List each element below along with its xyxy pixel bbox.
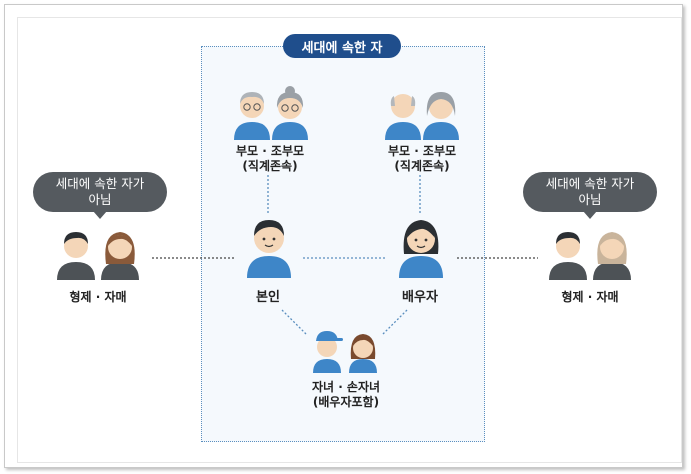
line-self-children: [281, 309, 307, 335]
children-icon: [313, 331, 377, 373]
parents-left-label: 부모 · 조부모 (직계존속): [220, 144, 320, 174]
parents-right-line1: 부모 · 조부모: [387, 144, 457, 158]
parents-left-line1: 부모 · 조부모: [235, 144, 305, 158]
grandparents-left-icon: [234, 86, 308, 140]
spouse-icon: [399, 220, 443, 278]
grandparents-right-icon: [385, 92, 459, 140]
non-member-left-line1: 세대에 속한 자가: [55, 176, 145, 191]
siblings-left-label: 형제 · 자매: [69, 290, 127, 304]
household-title: 세대에 속한 자: [283, 34, 401, 58]
siblings-right-icon: [549, 232, 631, 280]
self-icon: [247, 220, 291, 278]
children-label: 자녀 · 손자녀 (배우자포함): [296, 380, 396, 410]
non-member-left-line2: 아님: [88, 192, 112, 207]
spouse-label: 배우자: [402, 290, 438, 305]
non-member-bubble-left: 세대에 속한 자가 아님: [33, 172, 167, 219]
non-member-right-line2: 아님: [578, 192, 602, 207]
line-spouse-children: [382, 309, 408, 335]
parents-left-line2: (직계존속): [242, 159, 298, 173]
non-member-bubble-right: 세대에 속한 자가 아님: [523, 172, 657, 219]
siblings-left-icon: [57, 232, 139, 280]
children-line1: 자녀 · 손자녀: [311, 380, 381, 394]
self-label: 본인: [256, 290, 280, 305]
siblings-right-label: 형제 · 자매: [561, 290, 619, 304]
non-member-right-line1: 세대에 속한 자가: [545, 176, 635, 191]
diagram-inner-border: [17, 17, 682, 463]
parents-right-line2: (직계존속): [394, 159, 450, 173]
children-line2: (배우자포함): [312, 395, 380, 409]
parents-right-label: 부모 · 조부모 (직계존속): [372, 144, 472, 174]
